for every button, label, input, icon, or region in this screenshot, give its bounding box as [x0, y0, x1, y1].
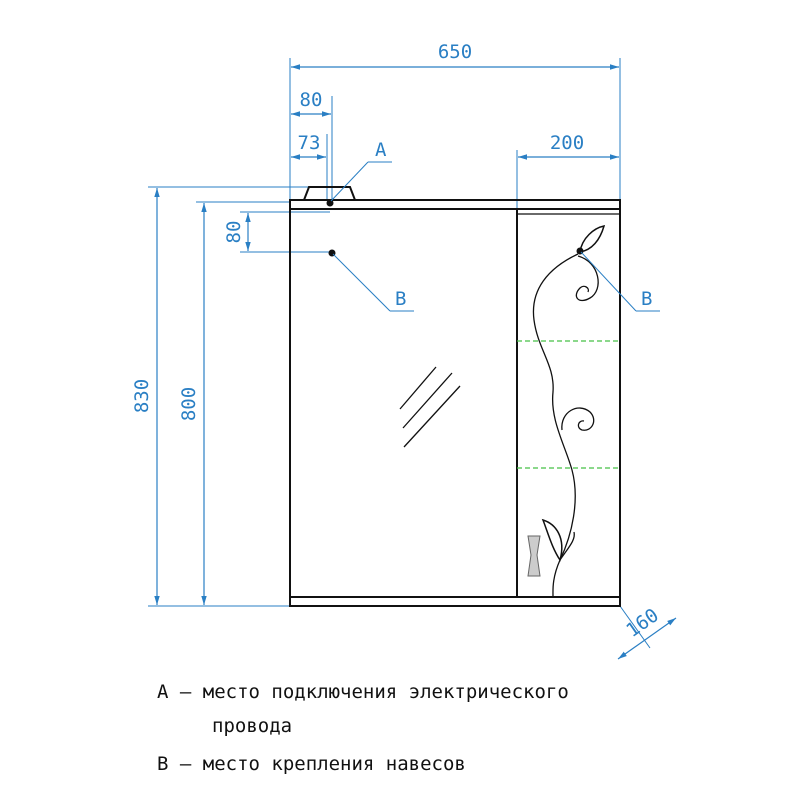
cabinet-body: [289, 186, 621, 607]
dim-label-830: 830: [131, 379, 153, 413]
marker-b-left: B: [328, 249, 414, 312]
dimension-depth: 160: [617, 604, 677, 660]
dim-label-650: 650: [438, 41, 472, 63]
dimension-vertical-80: 80: [223, 211, 330, 253]
marker-b-right: B: [576, 247, 660, 312]
lamp-housing: [303, 186, 356, 201]
marker-b-right-label: B: [641, 288, 652, 310]
legend-line-b: В – место крепления навесов: [157, 753, 466, 775]
door-handle: [527, 535, 541, 577]
dimension-overall-width: 650: [289, 41, 621, 200]
dimension-total-height: 830: [131, 186, 310, 607]
floral-vine-decoration: [532, 225, 606, 597]
marker-a: A: [326, 139, 392, 207]
dimension-door-width: 200: [516, 132, 621, 210]
dimension-offset-80: 80: [291, 89, 333, 200]
dim-label-80-horizontal: 80: [300, 89, 323, 111]
dim-label-80-vertical: 80: [223, 221, 245, 244]
legend-line-a-continued: провода: [212, 715, 293, 737]
dim-label-73: 73: [298, 132, 321, 154]
marker-b-left-label: B: [395, 288, 406, 310]
marker-a-label: A: [375, 139, 387, 161]
bottom-panel: [289, 596, 621, 607]
dim-label-160: 160: [622, 604, 663, 642]
dim-label-200: 200: [550, 132, 584, 154]
dim-label-800: 800: [178, 387, 200, 421]
mirror-reflection-lines: [399, 366, 461, 448]
dimension-body-height: 800: [178, 201, 290, 605]
dimension-offset-73: 73: [291, 132, 328, 200]
legend-line-a: А – место подключения электрического: [157, 681, 569, 703]
top-panel: [289, 199, 621, 210]
